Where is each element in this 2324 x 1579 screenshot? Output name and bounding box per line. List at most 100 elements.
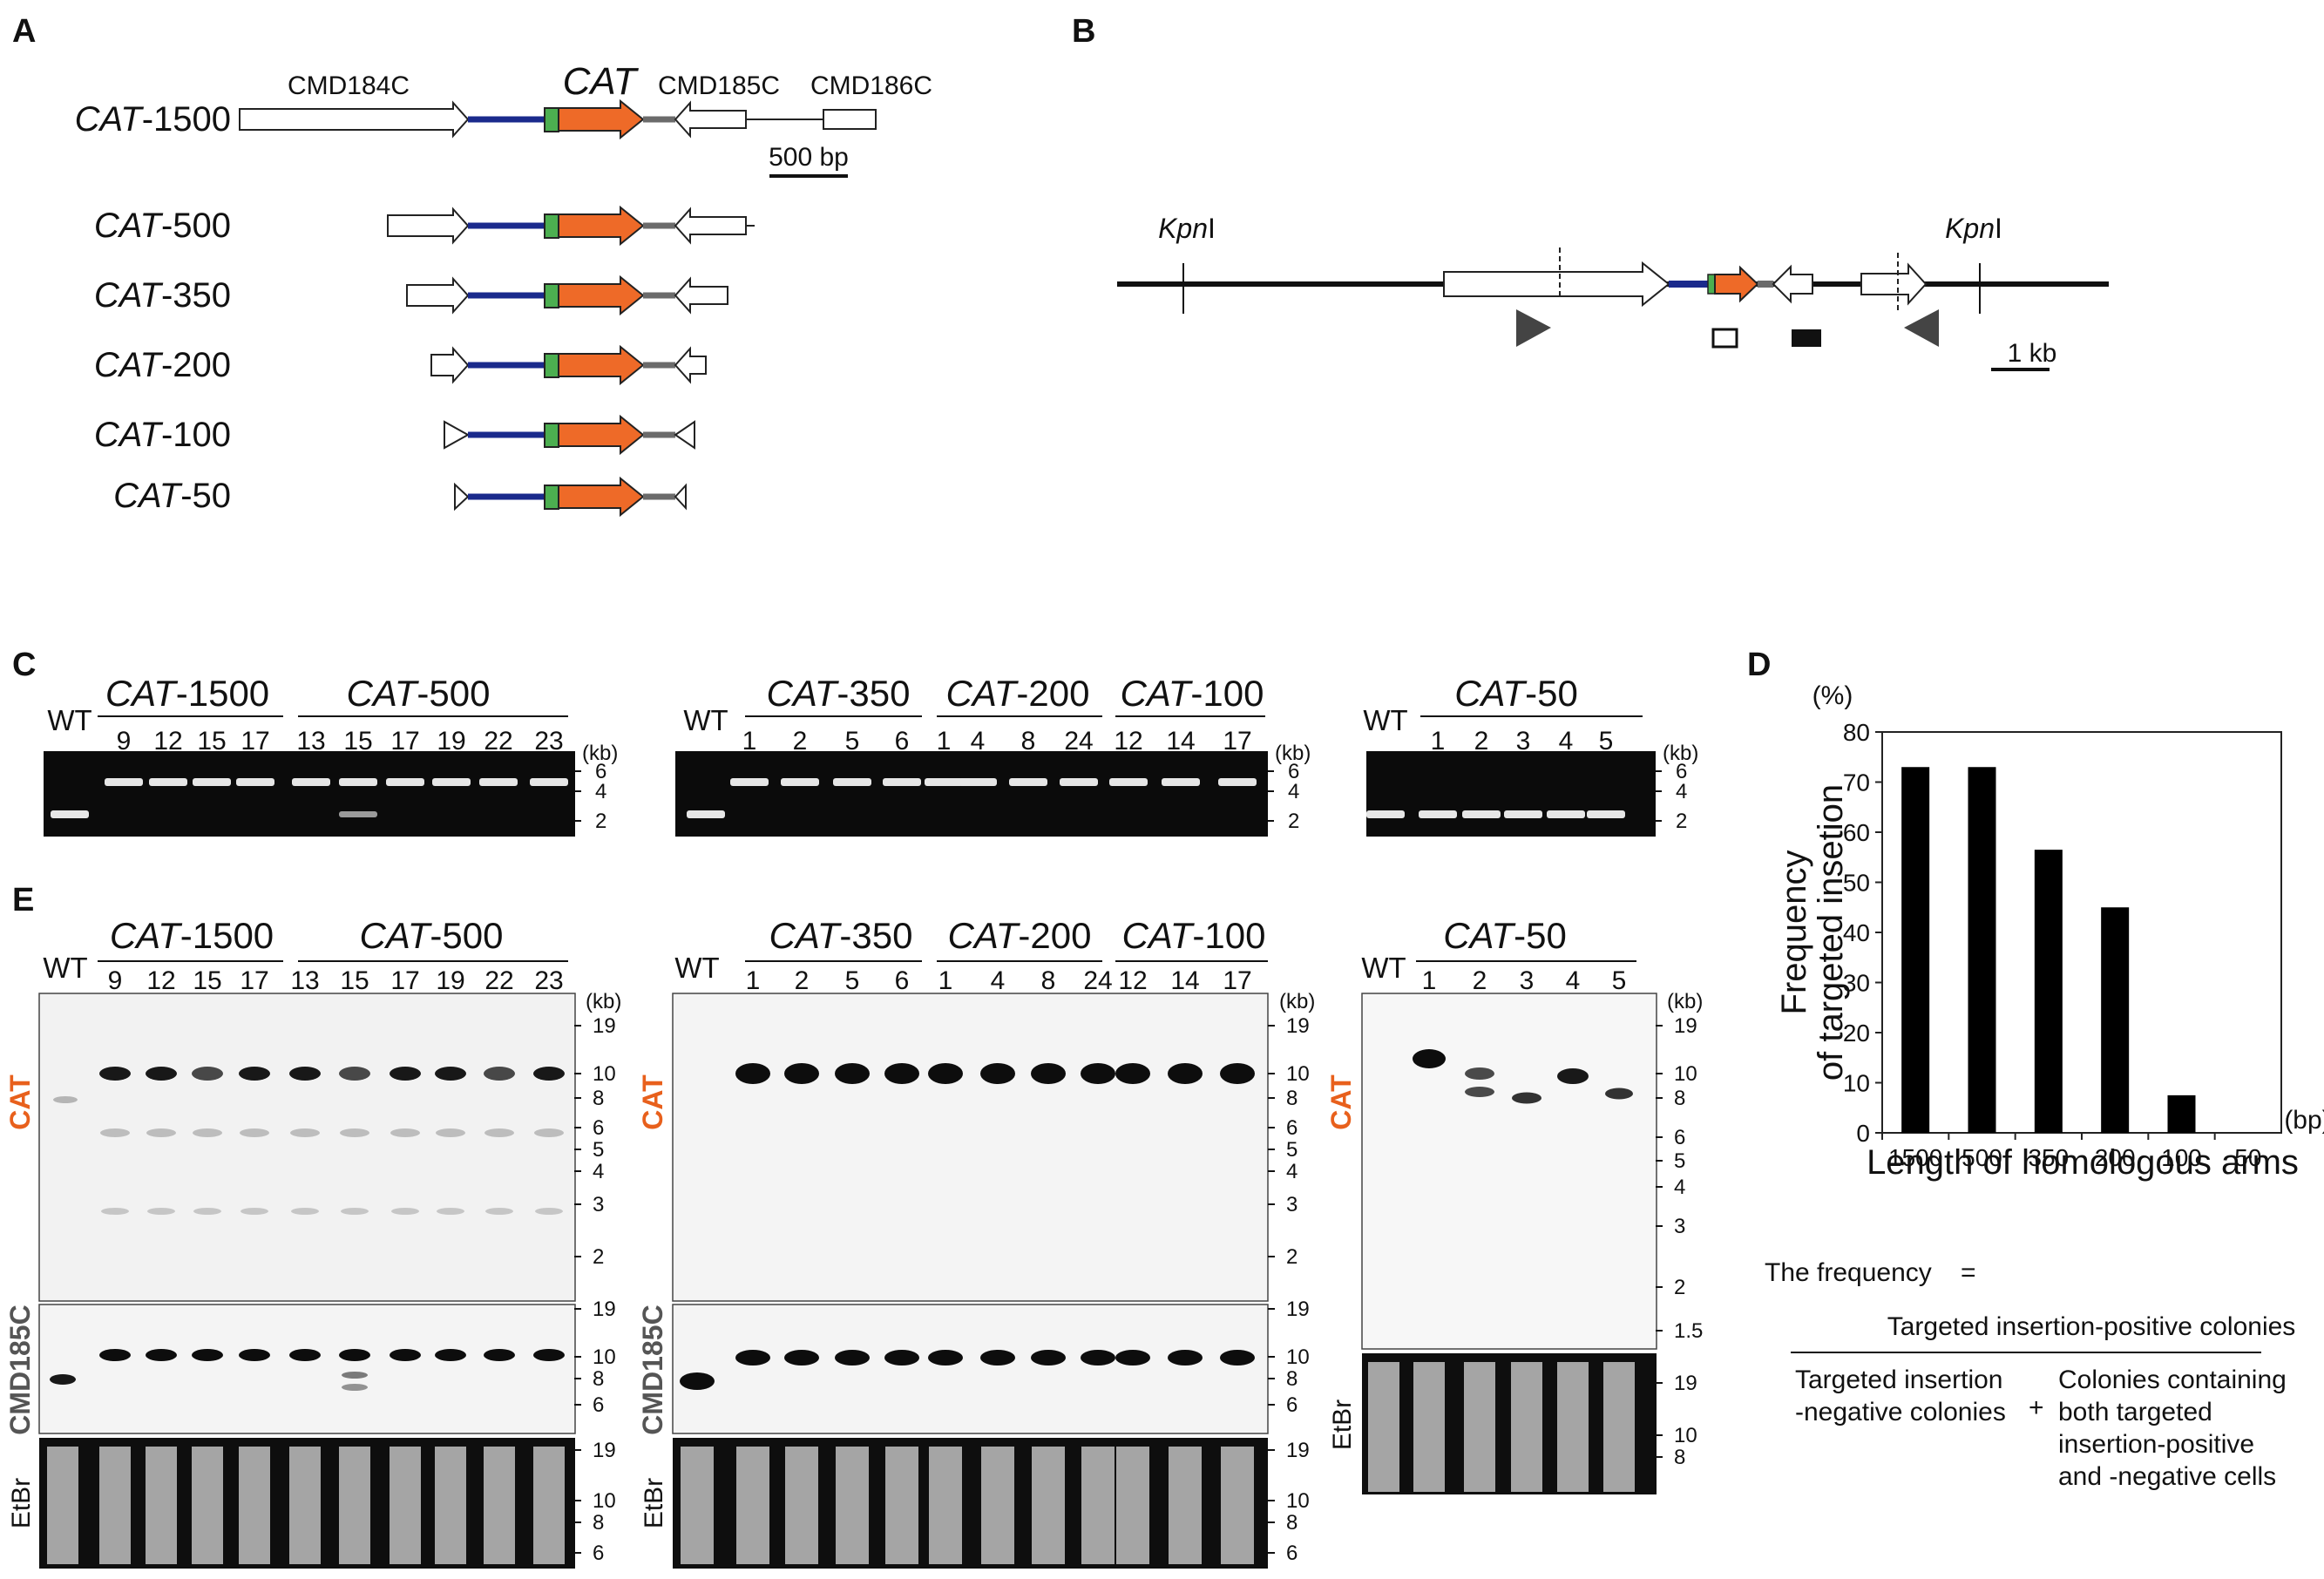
blot-band xyxy=(1115,1350,1150,1366)
pcr-band xyxy=(687,810,725,818)
marker-label: 8 xyxy=(593,1367,604,1391)
pcr-band xyxy=(339,811,377,817)
blot-band xyxy=(835,1350,870,1366)
etbr-smear xyxy=(681,1447,714,1564)
marker-label: 2 xyxy=(1286,1245,1298,1269)
blot-band xyxy=(980,1063,1015,1084)
blot-band xyxy=(928,1063,963,1084)
lane-number: 17 xyxy=(1223,727,1251,756)
southern-cat-blot-2 xyxy=(672,993,1269,1302)
pcr-band xyxy=(1462,810,1501,818)
southern-size-markers: (kb)1910865432(kb)1910865432(kb)19108654… xyxy=(574,990,1703,1565)
locus-map: KpnI KpnI 1 kb xyxy=(1117,213,2109,371)
tag-box xyxy=(1707,274,1716,295)
marker-label: 6 xyxy=(1676,760,1687,783)
etbr-smear xyxy=(289,1447,321,1564)
blot-band xyxy=(735,1063,770,1084)
blot-band xyxy=(289,1349,321,1361)
kpni-label-left: KpnI xyxy=(1158,213,1216,244)
pcr-band xyxy=(1547,810,1585,818)
marker-label: 4 xyxy=(1676,780,1687,803)
cat-arrow xyxy=(558,476,645,518)
blot-band xyxy=(240,1128,269,1137)
pcr-bands xyxy=(51,778,1625,818)
blot-band xyxy=(928,1350,963,1366)
blot-band xyxy=(192,1349,223,1361)
construct-label: CAT-200 xyxy=(94,346,231,384)
blot-band xyxy=(1220,1350,1255,1366)
chart-x-label: Length of homologous arms xyxy=(1867,1143,2299,1182)
marker-label: 2 xyxy=(593,1245,604,1269)
lane-number: 12 xyxy=(1114,727,1142,756)
blot-band xyxy=(1605,1088,1633,1100)
etbr-smear xyxy=(1511,1362,1542,1492)
probe-label-cmd185c: CMD185C xyxy=(637,1305,668,1434)
formula-den2-line2: both targeted xyxy=(2058,1398,2212,1427)
blot-band xyxy=(341,1208,369,1215)
lane-number: 2 xyxy=(1473,966,1487,995)
cmd185c-arrow xyxy=(1772,264,1813,304)
x-tick-label: 100 xyxy=(2161,1144,2202,1171)
blot-band xyxy=(1413,1049,1446,1068)
pcr-band xyxy=(339,778,377,786)
etbr-smear xyxy=(929,1447,962,1564)
blot-band xyxy=(50,1374,76,1385)
pcr-band xyxy=(479,778,518,786)
kpni-label-right: KpnI xyxy=(1945,213,2002,244)
lane-wt: WT xyxy=(1361,952,1406,984)
blot-band xyxy=(192,1067,223,1081)
cmd186c-box xyxy=(823,109,877,130)
pcr-gel-1 xyxy=(44,751,575,837)
panel-label-c: C xyxy=(12,647,36,683)
etbr-smear xyxy=(390,1447,421,1564)
marker-label: 19 xyxy=(1674,1014,1697,1038)
lane-number: 17 xyxy=(241,727,269,756)
blot-band xyxy=(435,1349,466,1361)
y-tick-label: 10 xyxy=(1843,1070,1870,1097)
southern-bands xyxy=(50,1049,1633,1391)
cat-arrow xyxy=(558,205,645,247)
x-tick-label: 350 xyxy=(2028,1144,2069,1171)
etbr-smear xyxy=(1603,1362,1635,1492)
group-title: CAT-100 xyxy=(1122,915,1266,956)
gene-label-cmd186c: CMD186C xyxy=(810,71,932,100)
lane-number: 23 xyxy=(534,727,563,756)
formula-den2-line3: insertion-positive xyxy=(2058,1430,2254,1459)
marker-label: 3 xyxy=(593,1193,604,1216)
marker-label: 19 xyxy=(593,1014,616,1038)
homology-arm-left xyxy=(387,207,470,245)
blot-band xyxy=(193,1128,222,1137)
lane-number: 4 xyxy=(1566,966,1581,995)
blot-band xyxy=(241,1208,268,1215)
marker-label: 19 xyxy=(593,1439,616,1462)
tag-box xyxy=(544,485,559,510)
lane-number: 5 xyxy=(1612,966,1627,995)
lane-number: 9 xyxy=(108,966,123,995)
marker-label: 6 xyxy=(593,1116,604,1140)
etbr-smear xyxy=(239,1447,270,1564)
y-tick-label: 50 xyxy=(1843,870,1870,897)
blot-band xyxy=(1081,1350,1115,1366)
blot-band xyxy=(146,1067,177,1081)
lane-number: 17 xyxy=(240,966,268,995)
pcr-gel-2 xyxy=(675,751,1268,837)
blot-band xyxy=(1115,1063,1150,1084)
formula-den2-line4: and -negative cells xyxy=(2058,1462,2276,1491)
etbr-smear xyxy=(1169,1447,1202,1564)
pcr-band xyxy=(386,778,424,786)
marker-label: 6 xyxy=(593,1542,604,1565)
blot-band xyxy=(484,1067,515,1081)
tag-box xyxy=(544,423,559,448)
lane-number: 22 xyxy=(484,966,513,995)
blot-band xyxy=(784,1063,819,1084)
marker-label: 1.5 xyxy=(1674,1319,1703,1343)
lane-number: 9 xyxy=(117,727,132,756)
bar-chart: (%) Frequency of targeted insetion 01020… xyxy=(1775,681,2324,1182)
blot-band xyxy=(980,1350,1015,1366)
pcr-band xyxy=(149,778,187,786)
etbr-smear xyxy=(146,1447,177,1564)
marker-label: 8 xyxy=(1286,1511,1298,1535)
lane-number: 24 xyxy=(1064,727,1093,756)
homology-arm-right xyxy=(674,276,728,315)
cmd185c-arrow xyxy=(674,100,747,139)
